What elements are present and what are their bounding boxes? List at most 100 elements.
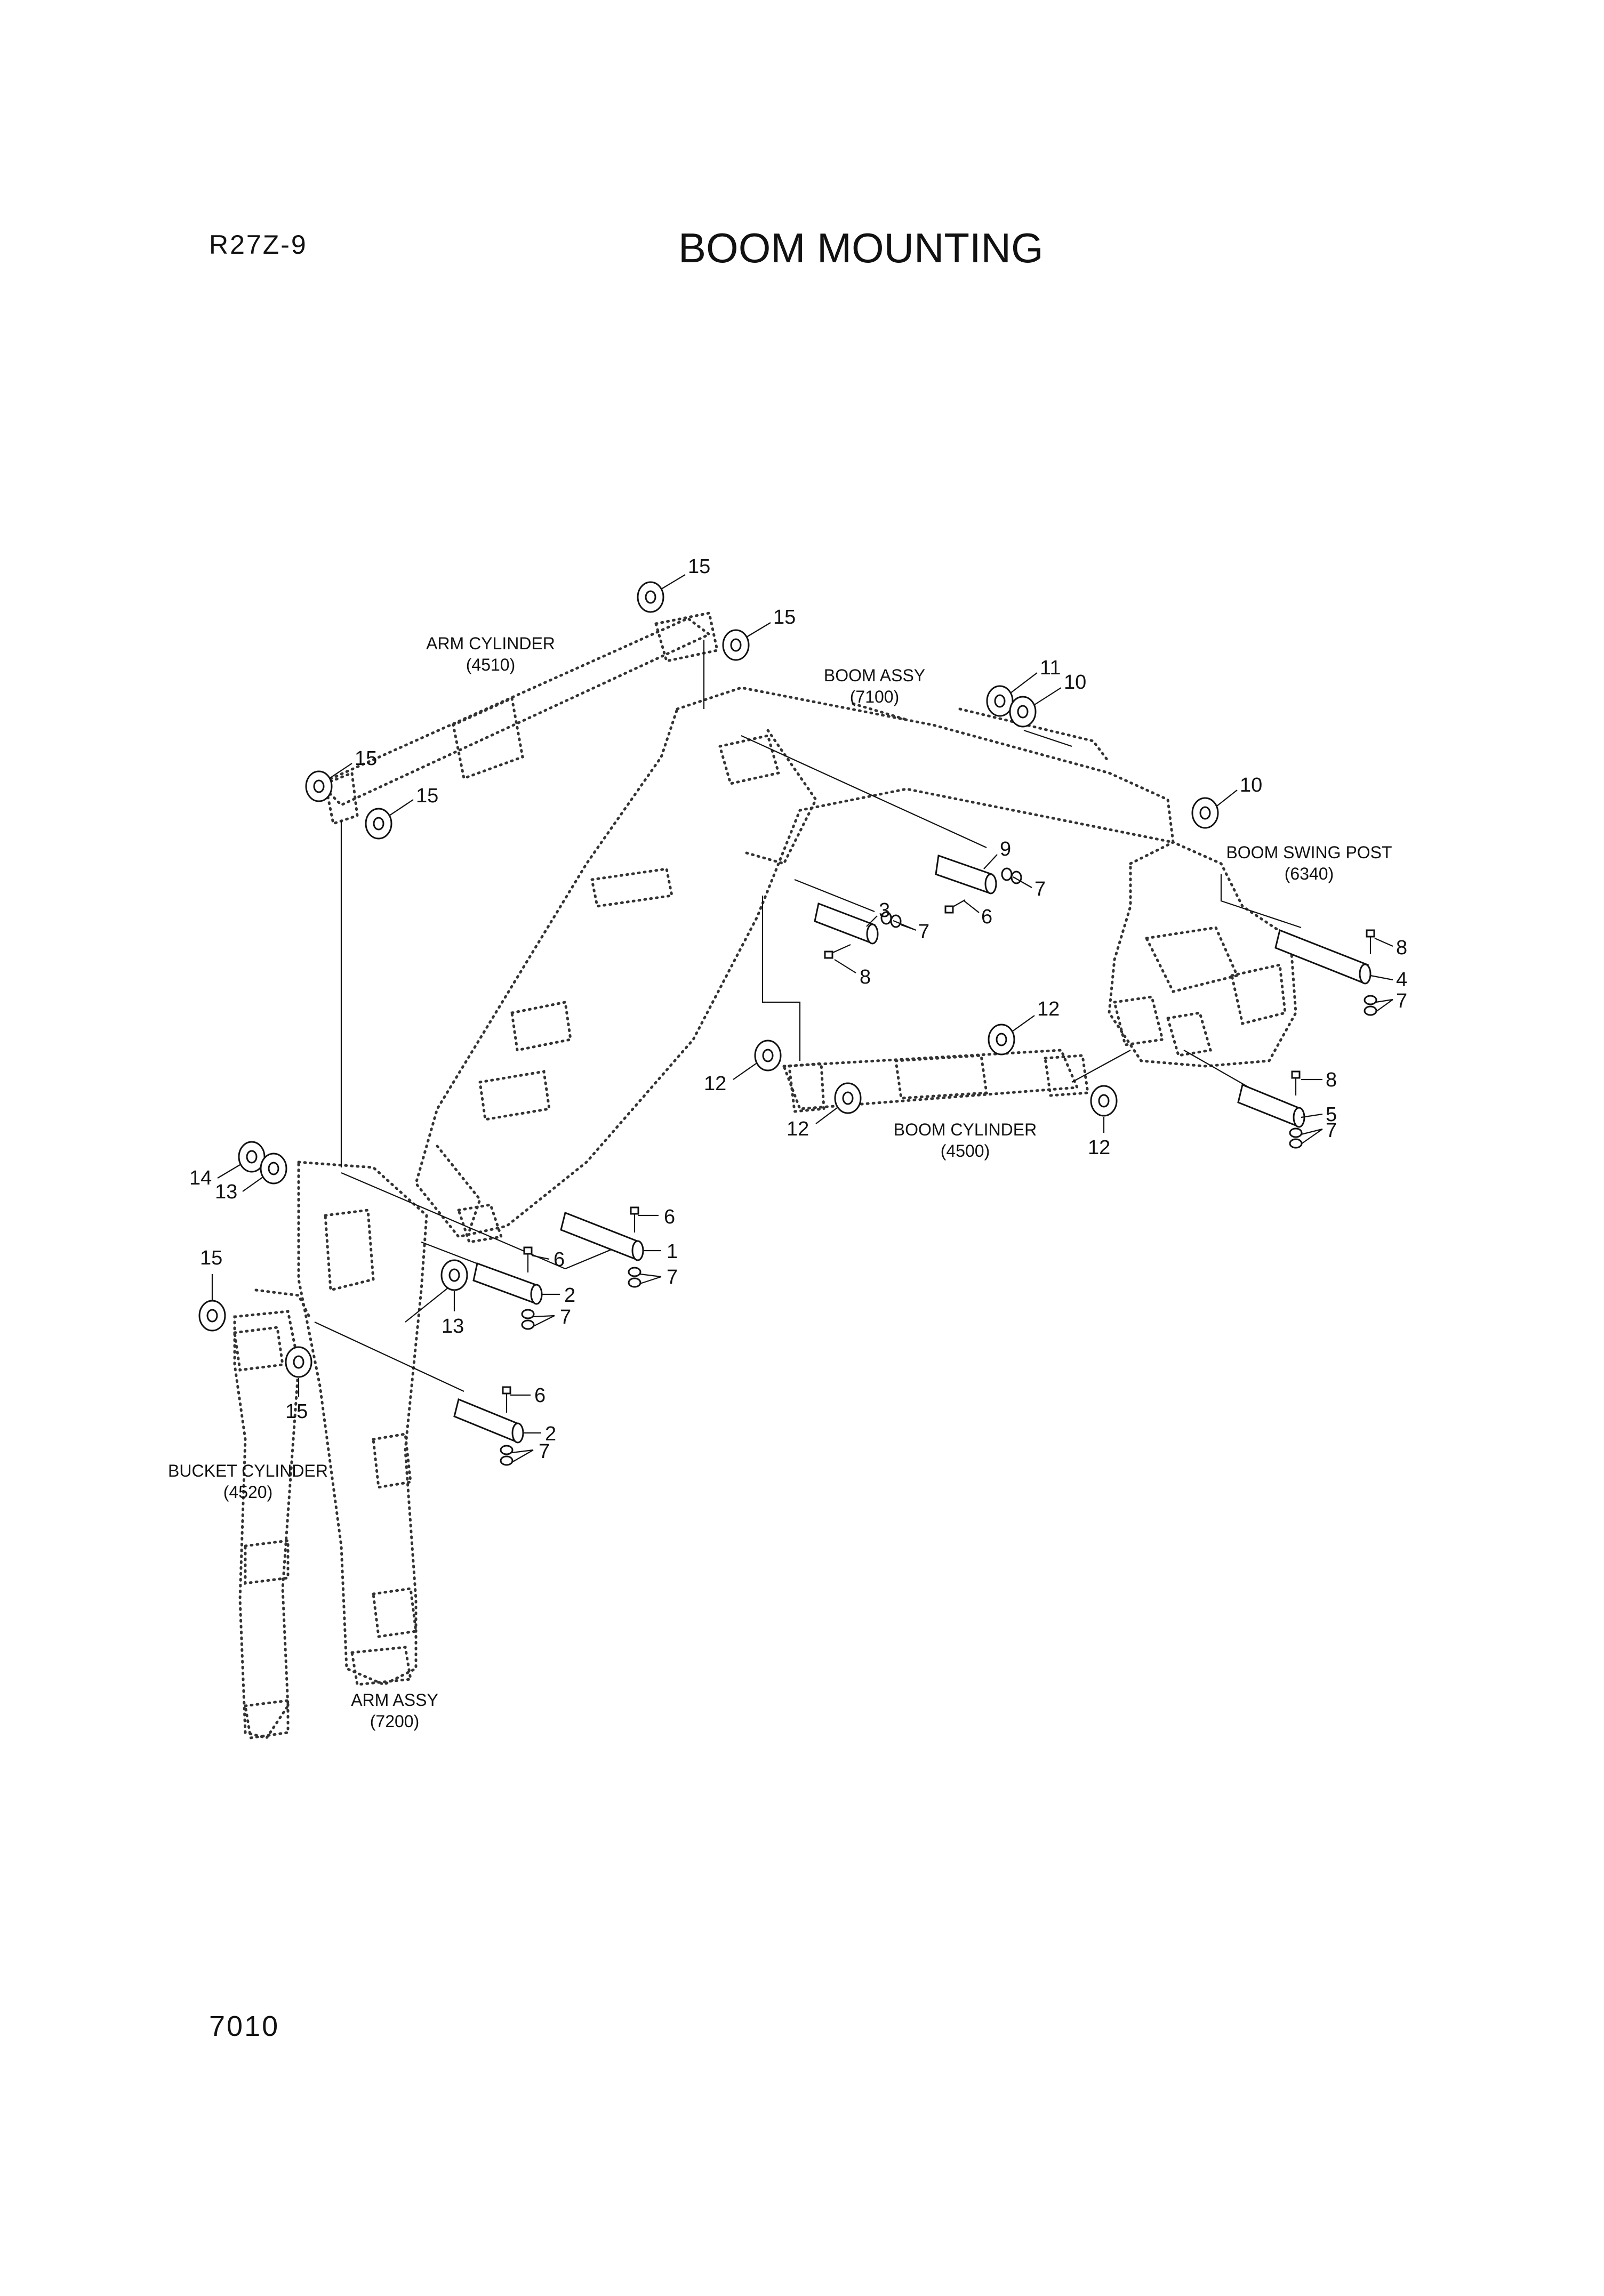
callout-15: 15 (285, 1400, 308, 1423)
boom-assy-outline (414, 686, 1175, 1238)
callout-10: 10 (1064, 671, 1086, 694)
nuts-7-pin9 (1001, 867, 1022, 884)
washer-11 (986, 685, 1014, 717)
page-title: BOOM MOUNTING (678, 224, 1044, 271)
bolt-6-c (523, 1246, 533, 1272)
callout-8: 8 (1326, 1069, 1337, 1091)
nuts-7-pin2-lower (500, 1445, 514, 1466)
callout-7: 7 (1034, 878, 1046, 900)
bolts (502, 899, 1375, 1413)
boom-assy-code: (7100) (850, 687, 900, 706)
bolt-8-c (1291, 1070, 1301, 1095)
callout-6: 6 (534, 1384, 546, 1407)
boom-assy-label: BOOM ASSY (824, 666, 925, 685)
callout-2: 2 (545, 1423, 556, 1445)
bolt-6-b (630, 1206, 639, 1232)
boom-swing-post-code: (6340) (1285, 864, 1334, 883)
washer-15-top-right (722, 629, 750, 661)
washer-15-lower-right (285, 1346, 312, 1378)
callout-13: 13 (215, 1181, 237, 1203)
bucket-cylinder-label: BUCKET CYLINDER (168, 1461, 328, 1480)
arm-cylinder-outline (317, 611, 719, 826)
callout-7: 7 (667, 1266, 678, 1288)
callout-6: 6 (664, 1206, 675, 1228)
pin-1 (560, 1211, 644, 1261)
model-number: R27Z-9 (209, 230, 308, 260)
washer-12-d (1090, 1085, 1118, 1117)
callout-12: 12 (1088, 1137, 1110, 1159)
callout-15: 15 (773, 606, 796, 629)
pin-5 (1237, 1083, 1305, 1128)
washer-12-b (754, 1040, 782, 1072)
nuts-7-pin1 (628, 1267, 641, 1288)
pin-2-lower (453, 1398, 524, 1444)
callout-1: 1 (667, 1240, 678, 1263)
washer-12-c (834, 1082, 862, 1114)
washer-10-b (1191, 797, 1219, 829)
callout-15: 15 (200, 1247, 222, 1269)
callout-2: 2 (564, 1284, 575, 1307)
callout-6: 6 (981, 906, 992, 928)
callout-6: 6 (554, 1248, 565, 1271)
bucket-cylinder-code: (4520) (223, 1483, 273, 1502)
washer-13-a (260, 1153, 287, 1185)
boom-cylinder-code: (4500) (941, 1141, 990, 1161)
pin-3 (814, 902, 879, 945)
nuts-7-pin5 (1289, 1127, 1303, 1149)
callout-13: 13 (442, 1315, 464, 1338)
callout-7: 7 (1326, 1119, 1337, 1142)
arm-cylinder-label: ARM CYLINDER (426, 634, 555, 653)
callout-14: 14 (189, 1167, 212, 1189)
washer-15-mid-left (305, 770, 333, 802)
part-callouts: 15 15 15 15 11 10 10 9 7 3 7 6 8 8 4 7 1… (189, 555, 1407, 1463)
callout-12: 12 (787, 1118, 809, 1140)
washers (198, 581, 1219, 1378)
arm-assy-code: (7200) (370, 1712, 420, 1731)
boom-cylinder-label: BOOM CYLINDER (894, 1120, 1037, 1139)
page-number: 7010 (209, 2010, 280, 2042)
pins (453, 854, 1372, 1444)
pin-9 (935, 854, 997, 895)
callout-7: 7 (560, 1306, 571, 1328)
bolt-6-a (944, 899, 966, 914)
arm-assy-label: ARM ASSY (351, 1690, 438, 1710)
washer-12-a (988, 1024, 1015, 1056)
pin-4 (1274, 929, 1372, 985)
arm-cylinder-code: (4510) (466, 655, 516, 674)
callout-10: 10 (1240, 774, 1262, 796)
callout-15: 15 (416, 785, 438, 807)
callout-12: 12 (704, 1073, 726, 1095)
callout-8: 8 (1396, 937, 1407, 959)
boom-cylinder-outline (782, 1049, 1089, 1113)
assembly-labels: ARM CYLINDER (4510) BOOM ASSY (7100) BOO… (168, 634, 1392, 1731)
pin-2-upper (472, 1262, 543, 1305)
washer-10-a (1009, 696, 1037, 728)
boom-swing-post-label: BOOM SWING POST (1226, 843, 1392, 862)
callout-15: 15 (355, 747, 377, 770)
nuts (500, 867, 1377, 1466)
callout-5: 5 (1326, 1103, 1337, 1126)
leader-lines (211, 574, 1393, 1463)
callout-3: 3 (879, 899, 890, 922)
washer-15-mid-right (365, 808, 392, 840)
bolt-6-d (502, 1386, 511, 1413)
callout-12: 12 (1037, 998, 1060, 1020)
nuts-7-pin2-upper (521, 1309, 535, 1330)
callout-4: 4 (1396, 969, 1407, 991)
callout-9: 9 (1000, 838, 1011, 860)
bolt-8-b (1366, 929, 1375, 954)
washer-13-b (440, 1259, 468, 1291)
boom-swing-post-outline (1108, 841, 1297, 1068)
callout-7: 7 (918, 921, 929, 943)
arm-assy-outline (297, 1161, 503, 1686)
washer-15-top-left (637, 581, 664, 613)
callout-15: 15 (688, 555, 710, 578)
callout-7: 7 (539, 1440, 550, 1463)
washer-15-lower-left (198, 1300, 226, 1332)
callout-8: 8 (860, 966, 871, 988)
nuts-7-pin4 (1364, 995, 1377, 1016)
callout-7: 7 (1396, 990, 1407, 1012)
bolt-8-a (824, 944, 851, 959)
